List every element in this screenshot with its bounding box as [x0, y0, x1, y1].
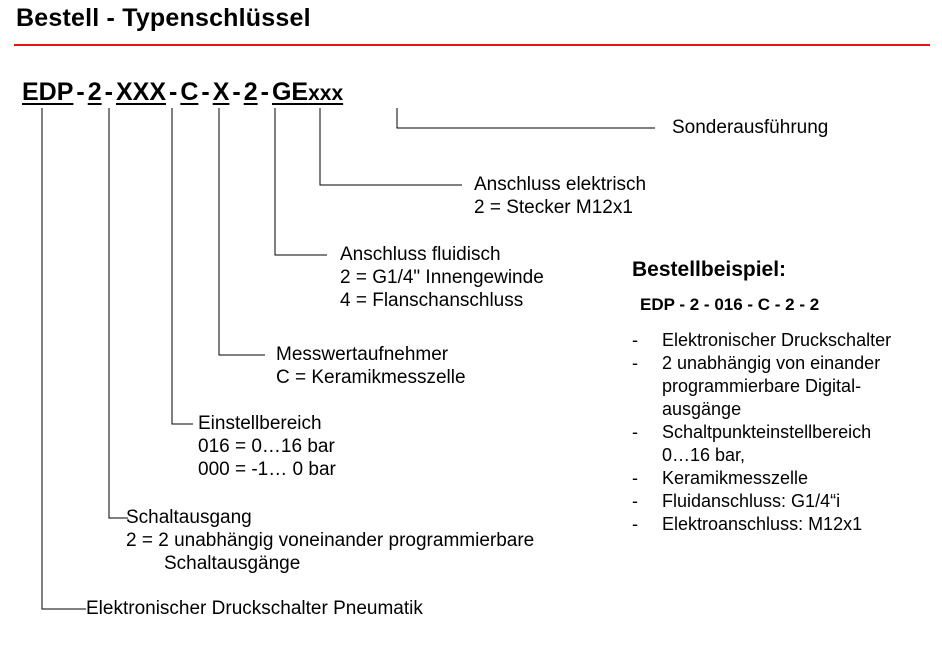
list-item: - Keramikmesszelle [632, 467, 932, 490]
callout-option-continuation: Schaltausgänge [164, 553, 301, 574]
ordering-example-block: Bestellbeispiel: EDP - 2 - 016 - C - 2 -… [632, 258, 932, 536]
code-segment-schaltausgang: 2 [87, 78, 102, 106]
leader-einstellbereich [171, 120, 193, 425]
list-item: - Elektroanschluss: M12x1 [632, 513, 932, 536]
code-segment-elektrisch: 2 [243, 78, 258, 106]
code-segment-einstellbereich: XXX [115, 78, 166, 106]
list-item-continuation: 0…16 bar, [662, 445, 746, 465]
callout-option: 000 = -1… 0 bar [198, 459, 336, 480]
callout-heading: Einstellbereich [198, 413, 322, 434]
leader-anschluss-fluidisch [274, 120, 327, 256]
callout-messwertaufnehmer: Messwertaufnehmer C = Keramikmesszelle [276, 343, 466, 389]
callout-option: 2 = G1/4" Innengewinde [340, 267, 544, 288]
callout-heading: Elektronischer Druckschalter Pneumatik [86, 598, 423, 619]
list-item-continuation: ausgänge [662, 399, 742, 419]
callout-heading: Anschluss elektrisch [474, 174, 647, 195]
list-item: - Elektronischer Druckschalter [632, 329, 932, 352]
callout-option: 4 = Flanschanschluss [340, 290, 524, 311]
code-segment-sonderausfuehrung-suffix: xxx [308, 82, 344, 105]
example-order-code: EDP - 2 - 016 - C - 2 - 2 [640, 295, 820, 314]
code-separator: - [232, 78, 241, 106]
example-feature-list: - Elektronischer Druckschalter - 2 unabh… [632, 329, 932, 536]
type-code-line: EDP-2-XXX-C-X-2-GExxx [22, 78, 343, 107]
list-item: - Schaltpunkteinstellbereich [632, 421, 932, 444]
list-item-label: Schaltpunkteinstellbereich [662, 422, 872, 442]
list-bullet: - [632, 491, 638, 511]
callout-produkt: Elektronischer Druckschalter Pneumatik [86, 597, 423, 620]
list-bullet: - [632, 514, 638, 534]
title-divider-rule [14, 44, 930, 46]
list-bullet: - [632, 353, 638, 373]
code-segment-edp: EDP [22, 78, 74, 106]
callout-option: C = Keramikmesszelle [276, 367, 466, 388]
leader-produkt [41, 120, 86, 610]
list-item-label: Elektronischer Druckschalter [662, 330, 892, 350]
code-separator: - [201, 78, 210, 106]
leader-anschluss-elektrisch [319, 120, 462, 186]
leader-messwertaufnehmer [218, 120, 265, 356]
list-item-label: Fluidanschluss: G1/4“i [662, 491, 841, 511]
list-item-label: Keramikmesszelle [662, 468, 809, 488]
leader-sonderausfuehrung [396, 112, 655, 129]
page-title: Bestell - Typenschlüssel [16, 4, 311, 32]
callout-anschluss-fluidisch: Anschluss fluidisch 2 = G1/4" Innengewin… [340, 243, 544, 312]
list-item-label: 2 unabhängig von einander [662, 353, 881, 373]
example-title: Bestellbeispiel: [632, 258, 787, 281]
callout-heading: Sonderausführung [672, 117, 829, 138]
callout-heading: Schaltausgang [126, 507, 252, 528]
list-item: - Fluidanschluss: G1/4“i [632, 490, 932, 513]
code-separator: - [76, 78, 85, 106]
callout-option: 2 = 2 unabhängig voneinander programmier… [126, 530, 535, 551]
code-separator: - [169, 78, 178, 106]
callout-heading: Anschluss fluidisch [340, 244, 501, 265]
callout-anschluss-elektrisch: Anschluss elektrisch 2 = Stecker M12x1 [474, 173, 646, 219]
leader-schaltausgang [108, 120, 128, 519]
callout-einstellbereich: Einstellbereich 016 = 0…16 bar 000 = -1…… [198, 412, 336, 481]
list-bullet: - [632, 330, 638, 350]
callout-schaltausgang: Schaltausgang 2 = 2 unabhängig voneinand… [126, 506, 534, 575]
list-item-label: Elektroanschluss: M12x1 [662, 514, 863, 534]
callout-sonderausfuehrung: Sonderausführung [672, 116, 828, 139]
code-segment-fluidisch: X [212, 78, 230, 106]
list-item: - 2 unabhängig von einander [632, 352, 932, 375]
callout-option: 2 = Stecker M12x1 [474, 197, 633, 218]
code-separator: - [104, 78, 113, 106]
code-segment-messwertaufnehmer: C [180, 78, 199, 106]
callout-option: 016 = 0…16 bar [198, 436, 335, 457]
list-item-continuation: programmierbare Digital- [662, 376, 862, 396]
code-separator: - [260, 78, 269, 106]
code-segment-sonderausfuehrung: GE [271, 78, 309, 106]
list-bullet: - [632, 468, 638, 488]
list-bullet: - [632, 422, 638, 442]
callout-heading: Messwertaufnehmer [276, 344, 449, 365]
